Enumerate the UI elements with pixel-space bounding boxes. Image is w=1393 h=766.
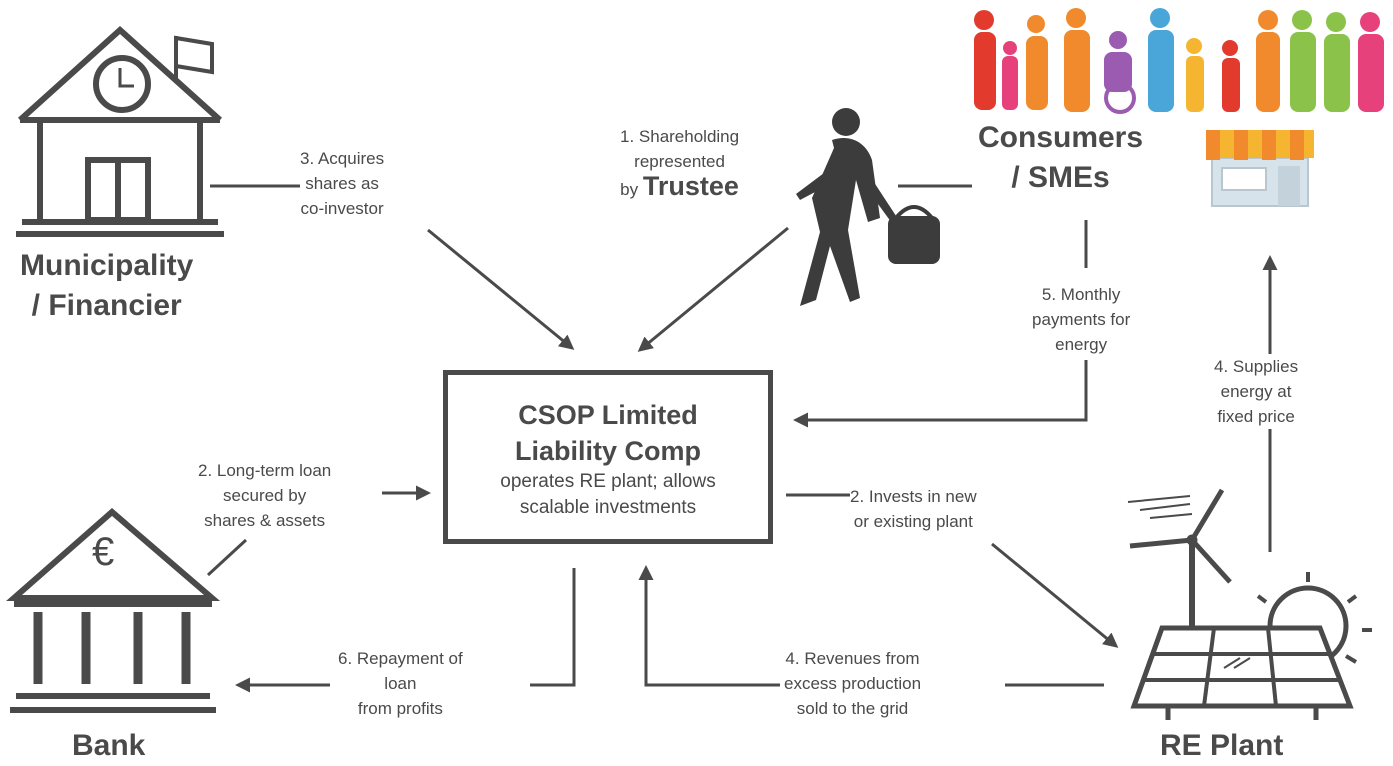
flow-acquires-shares: 3. Acquires shares as co-investor [300,146,385,221]
flow-revenues-line2: excess production [784,674,922,693]
wind-solar-plant-icon [1127,488,1372,720]
flow-loan-line2: secured by [223,486,307,505]
flow-monthly-line2: payments for [1032,310,1131,329]
flow-supplies-line1: 4. Supplies [1214,357,1299,376]
flow-loan-line1: 2. Long-term loan [198,461,332,480]
bank-label: Bank [72,729,146,762]
flow-loan-line3: shares & assets [204,511,326,530]
csop-title-line2: Liability Comp [514,436,701,466]
flow-acquires-line2: shares as [305,174,379,193]
municipality-label-line2: / Financier [31,289,182,322]
people-crowd-icon [974,8,1384,114]
flow-shareholding-line2: represented [634,152,725,171]
flow-repayment: 6. Repayment of loan from profits [338,646,463,721]
arrow-invests [991,542,1119,648]
flow-invests-line2: or existing plant [853,512,973,531]
flow-long-term-loan: 2. Long-term loan secured by shares & as… [198,458,332,533]
flow-repayment-line1: 6. Repayment of [338,649,463,668]
flow-acquires-line3: co-investor [300,199,384,218]
municipality-label: Municipality / Financier [20,246,193,326]
flow-by-text: by [620,180,639,199]
flow-invests-plant: 2. Invests in new or existing plant [850,484,977,534]
consumers-label-line1: Consumers [978,121,1144,154]
flow-shareholding-line1: 1. Shareholding [620,127,740,146]
bank-euro-icon [6,508,221,713]
euro-symbol: € [92,530,115,574]
flow-supplies-line2: energy at [1220,382,1292,401]
flow-monthly-line1: 5. Monthly [1041,285,1121,304]
town-hall-icon [16,25,224,237]
line-bank-to-label2 [206,538,248,577]
flow-revenues-line3: sold to the grid [796,699,909,718]
flow-acquires-line1: 3. Acquires [300,149,385,168]
municipality-label-line1: Municipality [20,249,194,282]
csop-title-line1: CSOP Limited [518,400,698,430]
flow-shareholding-line3: by Trustee [620,171,739,202]
flow-supplies-energy: 4. Supplies energy at fixed price [1214,354,1299,429]
consumers-label: Consumers / SMEs [978,118,1143,198]
businesswoman-silhouette-icon [796,108,940,306]
re-plant-label: RE Plant [1160,729,1284,762]
flow-revenues: 4. Revenues from excess production sold … [784,646,922,721]
consumers-label-line2: / SMEs [1011,161,1110,194]
csop-subtitle-line1: operates RE plant; allows [500,471,716,492]
arrow-shareholding [637,226,789,352]
arrow-acquires [427,228,575,350]
arrow-monthly-payments-b [793,360,1088,428]
arrow-revenues-b [638,565,780,687]
flow-shareholding: 1. Shareholding represented by Trustee [620,124,740,202]
flow-repayment-line3: from profits [357,699,443,718]
flow-revenues-line1: 4. Revenues from [785,649,920,668]
shop-icon [1206,130,1314,207]
flow-monthly-line3: energy [1055,335,1108,354]
arrow-repayment-a [530,568,576,687]
flow-monthly-payments: 5. Monthly payments for energy [1032,282,1131,357]
trustee-label: Trustee [642,171,739,201]
csop-subtitle-line2: scalable investments [519,497,697,518]
flow-supplies-line3: fixed price [1217,407,1295,426]
flow-invests-line1: 2. Invests in new [850,487,977,506]
csop-company-box: CSOP Limited Liability Comp operates RE … [443,370,773,544]
flow-repayment-line2: loan [384,674,417,693]
